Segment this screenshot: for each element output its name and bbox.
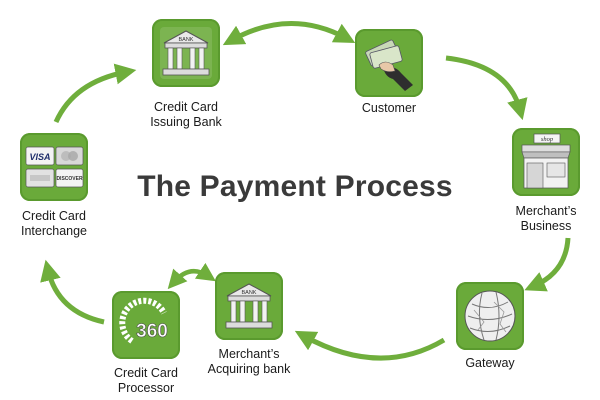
bank-building-icon: BANK — [215, 272, 283, 340]
shop-storefront-icon: shop — [512, 128, 580, 196]
arrow-gateway-acquiring — [294, 330, 446, 361]
discover-text: DISCOVER — [56, 176, 83, 182]
bank-icon-text: BANK — [179, 37, 194, 43]
gateway-globe-icon — [456, 282, 524, 350]
bank-icon-text: BANK — [242, 290, 257, 296]
arrow-acquiring-processor — [167, 262, 216, 290]
step-label-merchant-business: Merchant’s Business — [515, 204, 577, 233]
arrow-customer-business — [445, 55, 528, 121]
hand-with-cash-icon — [355, 29, 423, 97]
360-processor-icon: 360 — [112, 291, 180, 359]
bank-building-icon: BANK — [152, 19, 220, 87]
credit-card-logos-icon: VISA DISCOVER — [20, 133, 88, 201]
diagram-title: The Payment Process — [137, 170, 453, 203]
arrow-business-gateway — [524, 237, 571, 292]
step-label-issuing-bank: Credit Card Issuing Bank — [150, 100, 222, 129]
arrow-interchange-issuing — [53, 63, 137, 124]
step-label-interchange: Credit Card Interchange — [20, 209, 88, 238]
visa-text: VISA — [29, 152, 50, 162]
step-label-processor: Credit Card Processor — [114, 366, 178, 395]
shop-icon-text: shop — [541, 136, 554, 143]
step-label-gateway: Gateway — [465, 356, 515, 370]
arrow-processor-interchange — [40, 259, 105, 325]
step-label-acquiring-bank: Merchant’s Acquiring bank — [207, 347, 291, 376]
processor-icon-text: 360 — [136, 321, 168, 342]
step-label-customer: Customer — [361, 101, 417, 115]
arrow-bank-customer — [222, 21, 356, 46]
